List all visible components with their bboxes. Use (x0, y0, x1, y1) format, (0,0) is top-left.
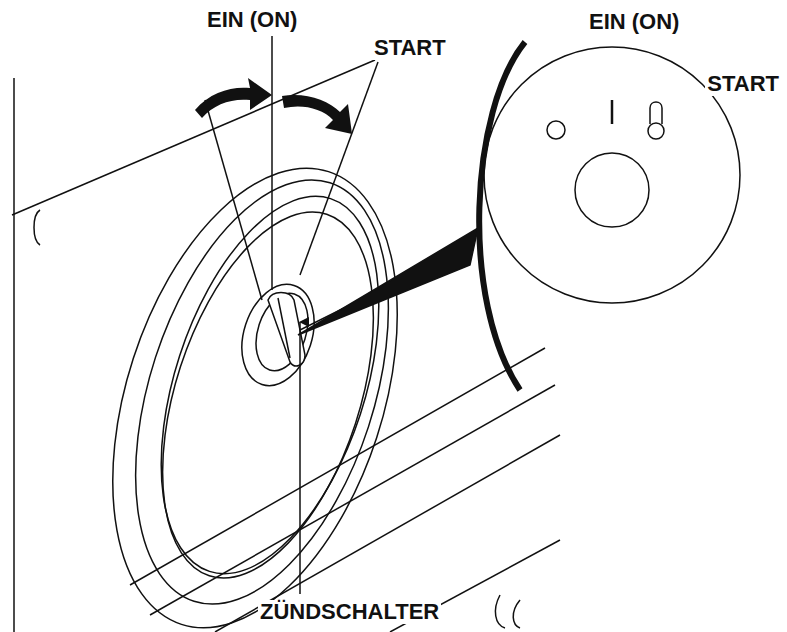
position-label: START (705, 72, 781, 96)
part-label: ZÜNDSCHALTER (258, 600, 441, 624)
position-label: START (372, 36, 448, 60)
position-label: EIN (ON) (587, 10, 681, 34)
position-label: EIN (ON) (205, 8, 299, 32)
